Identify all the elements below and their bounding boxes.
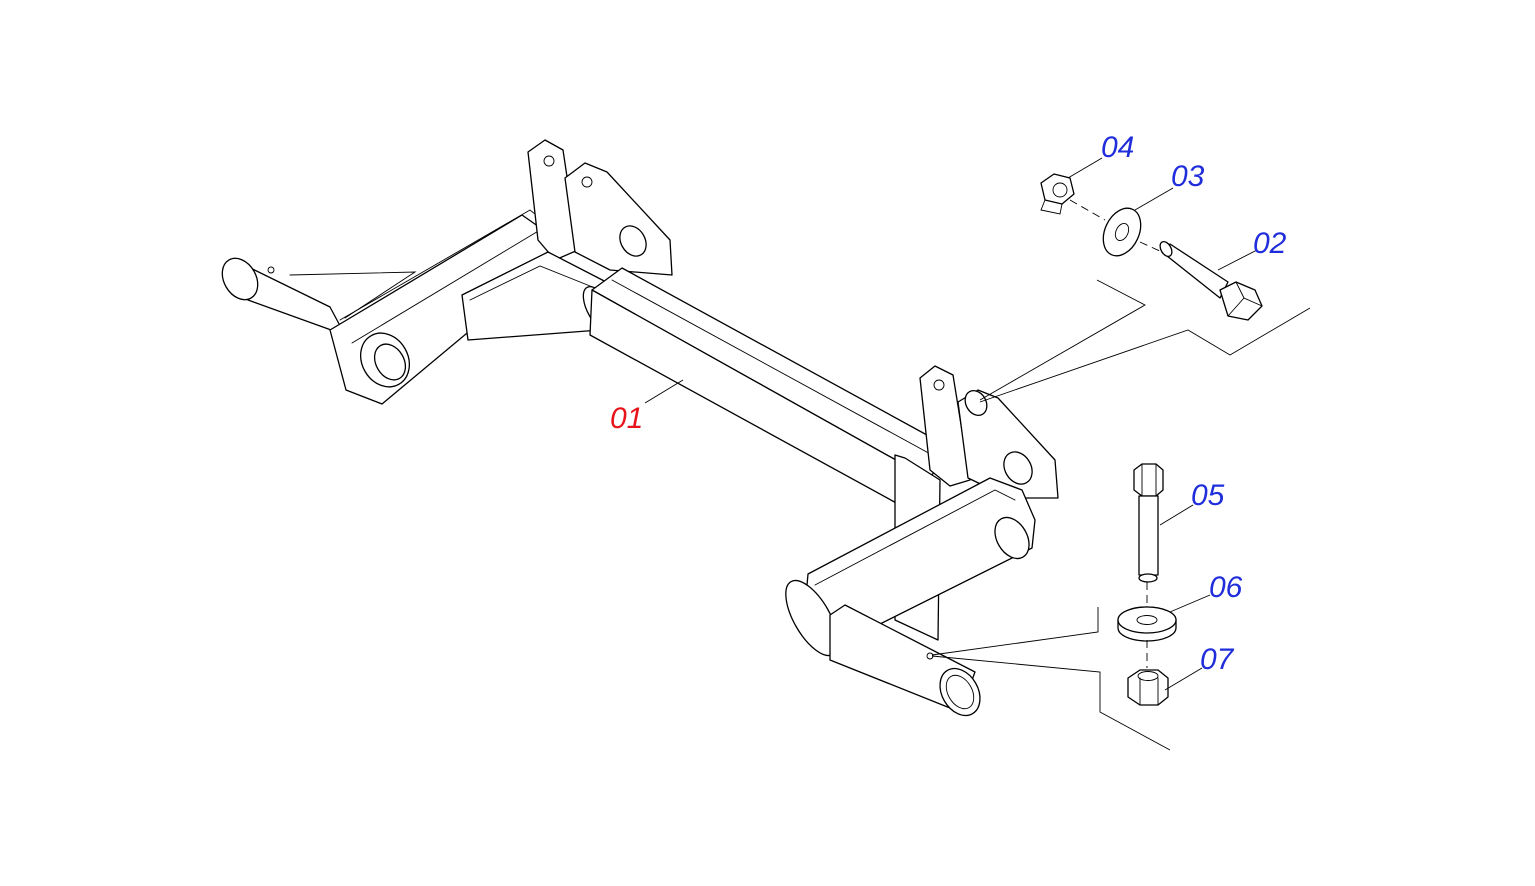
callout-01: 01 [610, 402, 643, 435]
callout-04: 04 [1101, 131, 1134, 164]
assembly-axis-top [1069, 199, 1163, 253]
right-bracket [919, 365, 1059, 499]
left-bracket [527, 139, 673, 276]
washer-part-03 [1102, 207, 1142, 257]
left-stub-tube [221, 257, 417, 336]
hex-nut-part-07 [1127, 669, 1169, 706]
callout-05: 05 [1191, 479, 1225, 512]
right-stub-tube [829, 604, 981, 717]
washer-part-06 [1117, 606, 1177, 642]
callout-02: 02 [1253, 227, 1287, 260]
axle-frame-part-01 [221, 139, 1059, 717]
callout-03: 03 [1171, 160, 1205, 193]
hex-bolt-part-02 [1159, 240, 1263, 321]
callout-07: 07 [1200, 643, 1235, 676]
hex-bolt-part-05 [1133, 463, 1164, 583]
leader-lines [644, 157, 1311, 751]
callout-labels: 01 02 03 04 05 06 07 [610, 131, 1287, 676]
right-lever-arm [785, 477, 1036, 657]
hex-nut-part-04 [1040, 173, 1075, 215]
callout-06: 06 [1209, 571, 1243, 604]
